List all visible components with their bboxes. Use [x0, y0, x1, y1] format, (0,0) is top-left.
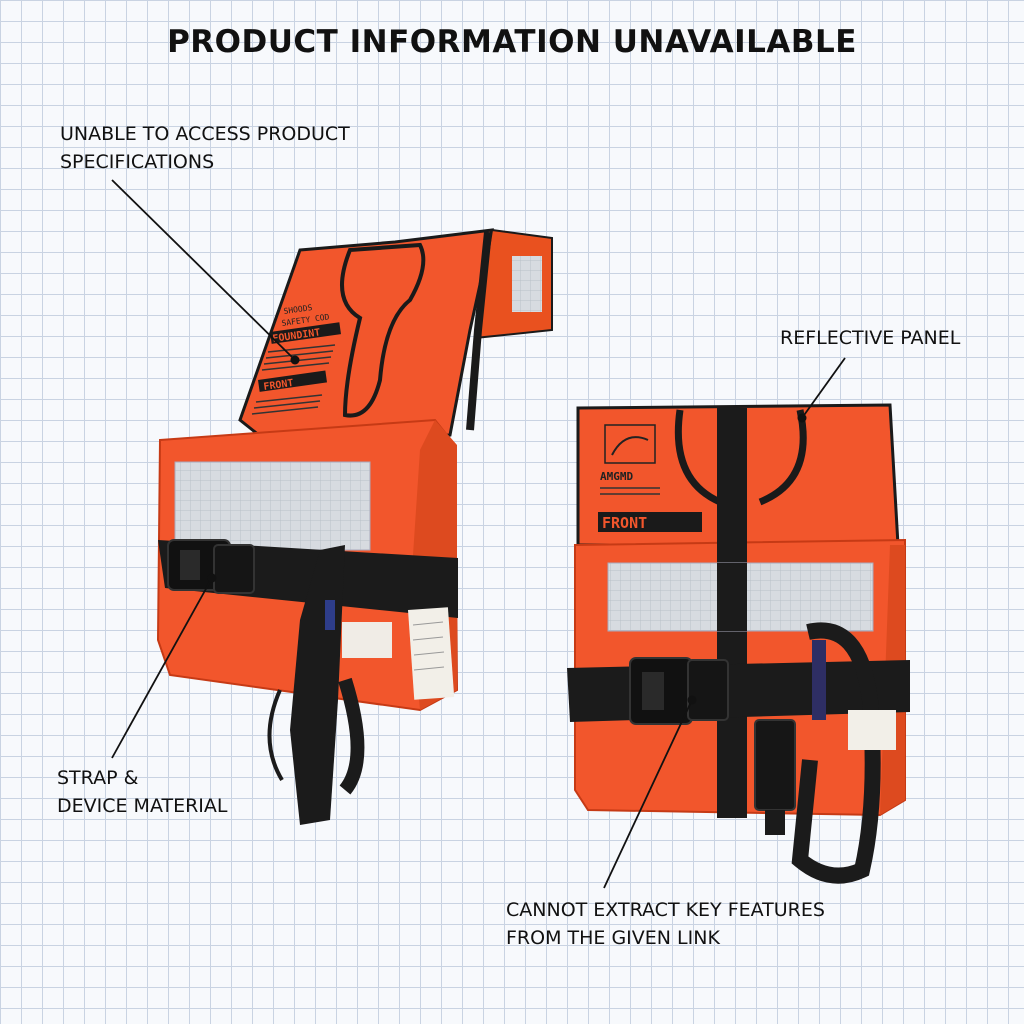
left-vest-reflective-panel: [174, 461, 371, 551]
right-vest-buckle: [629, 657, 729, 725]
callout-strap-material: STRAP & DEVICE MATERIAL: [57, 764, 227, 820]
callout-specs-line-2: SPECIFICATIONS: [60, 151, 215, 173]
left-vest-collar: [238, 228, 494, 442]
left-vest-neck-hole: [340, 242, 426, 418]
callout-specs-line-1: UNABLE TO ACCESS PRODUCT: [60, 123, 350, 145]
callout-strap-line-2: DEVICE MATERIAL: [57, 795, 228, 817]
right-life-vest: AMGMD FRONT: [567, 403, 910, 884]
leader-features: [603, 699, 693, 889]
svg-text:SHOODS: SHOODS: [283, 303, 313, 316]
page-title: PRODUCT INFORMATION UNAVAILABLE: [167, 24, 857, 60]
right-vest-hanging-strap: [791, 622, 881, 884]
right-vest-brand: AMGMD: [600, 470, 633, 483]
leader-strap: [111, 577, 213, 759]
leader-panel: [801, 357, 846, 419]
left-vest-buckle: [167, 539, 255, 594]
left-life-vest: SHOODS SAFETY COD FOUNDINT FRONT: [156, 228, 553, 825]
callout-panel-line-1: REFLECTIVE PANEL: [780, 327, 961, 349]
right-vest-label: AMGMD FRONT: [598, 424, 702, 532]
callout-strap-line-1: STRAP &: [57, 767, 139, 789]
right-vest-front-badge: FRONT: [602, 514, 647, 532]
left-vest-top-reflective: [512, 256, 542, 312]
callout-features-line-2: FROM THE GIVEN LINK: [506, 927, 720, 949]
callout-features-line-1: CANNOT EXTRACT KEY FEATURES: [506, 899, 825, 921]
callout-reflective-panel: REFLECTIVE PANEL: [780, 324, 960, 352]
leader-specs: [111, 179, 296, 361]
left-vest-label-bottom: FRONT: [263, 378, 294, 393]
left-vest-tag: [342, 622, 392, 658]
callout-key-features: CANNOT EXTRACT KEY FEATURES FROM THE GIV…: [506, 896, 825, 952]
callout-product-specs: UNABLE TO ACCESS PRODUCT SPECIFICATIONS: [60, 120, 350, 176]
